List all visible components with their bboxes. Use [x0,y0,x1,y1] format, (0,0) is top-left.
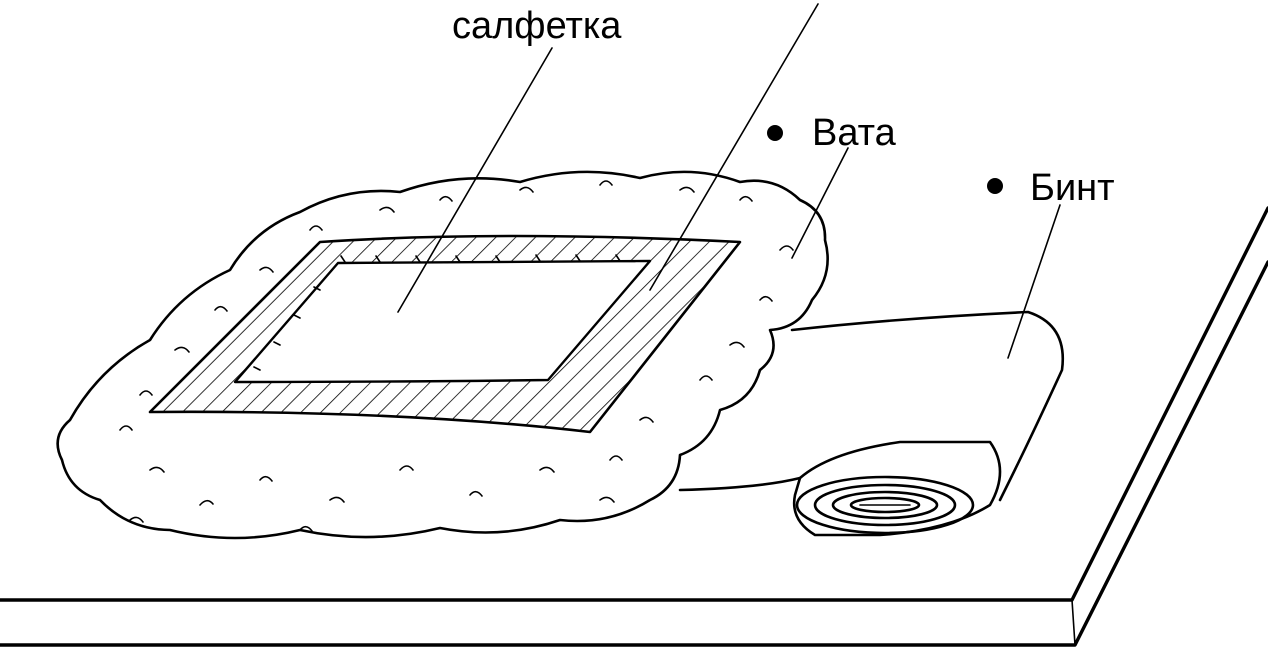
table-corner-edge [1071,599,1076,646]
bandage-label: Бинт [1030,167,1115,209]
bandage-spiral-1 [795,475,975,535]
napkin [148,234,742,434]
cotton-leader-line [791,147,849,259]
bullet-dot-icon [987,178,1003,194]
cotton-wool-pad [56,170,829,540]
bandage-leader-line [1007,204,1061,359]
napkin-leader-line-2 [649,3,819,291]
napkin-fold-ticks [253,254,621,371]
napkin-inner-field [233,259,652,384]
labels: салфетка Вата Бинт [452,5,1115,209]
cotton-texture [119,180,794,532]
bandage-roll-body [792,440,1002,537]
bullet-dot-icon [767,125,783,141]
bandage-strip [678,310,1065,502]
bandage-spiral-2 [813,483,957,527]
napkin-leader-line [397,47,553,313]
napkin-label: салфетка [452,5,622,47]
cotton-wool-outline [56,170,829,540]
cotton-label: Вата [812,112,897,154]
bandage-spiral-3 [831,490,939,520]
table-surface [0,206,1268,647]
bandage-roll [678,310,1065,537]
bandage-spiral-4 [849,496,921,514]
leader-lines [397,3,1061,359]
